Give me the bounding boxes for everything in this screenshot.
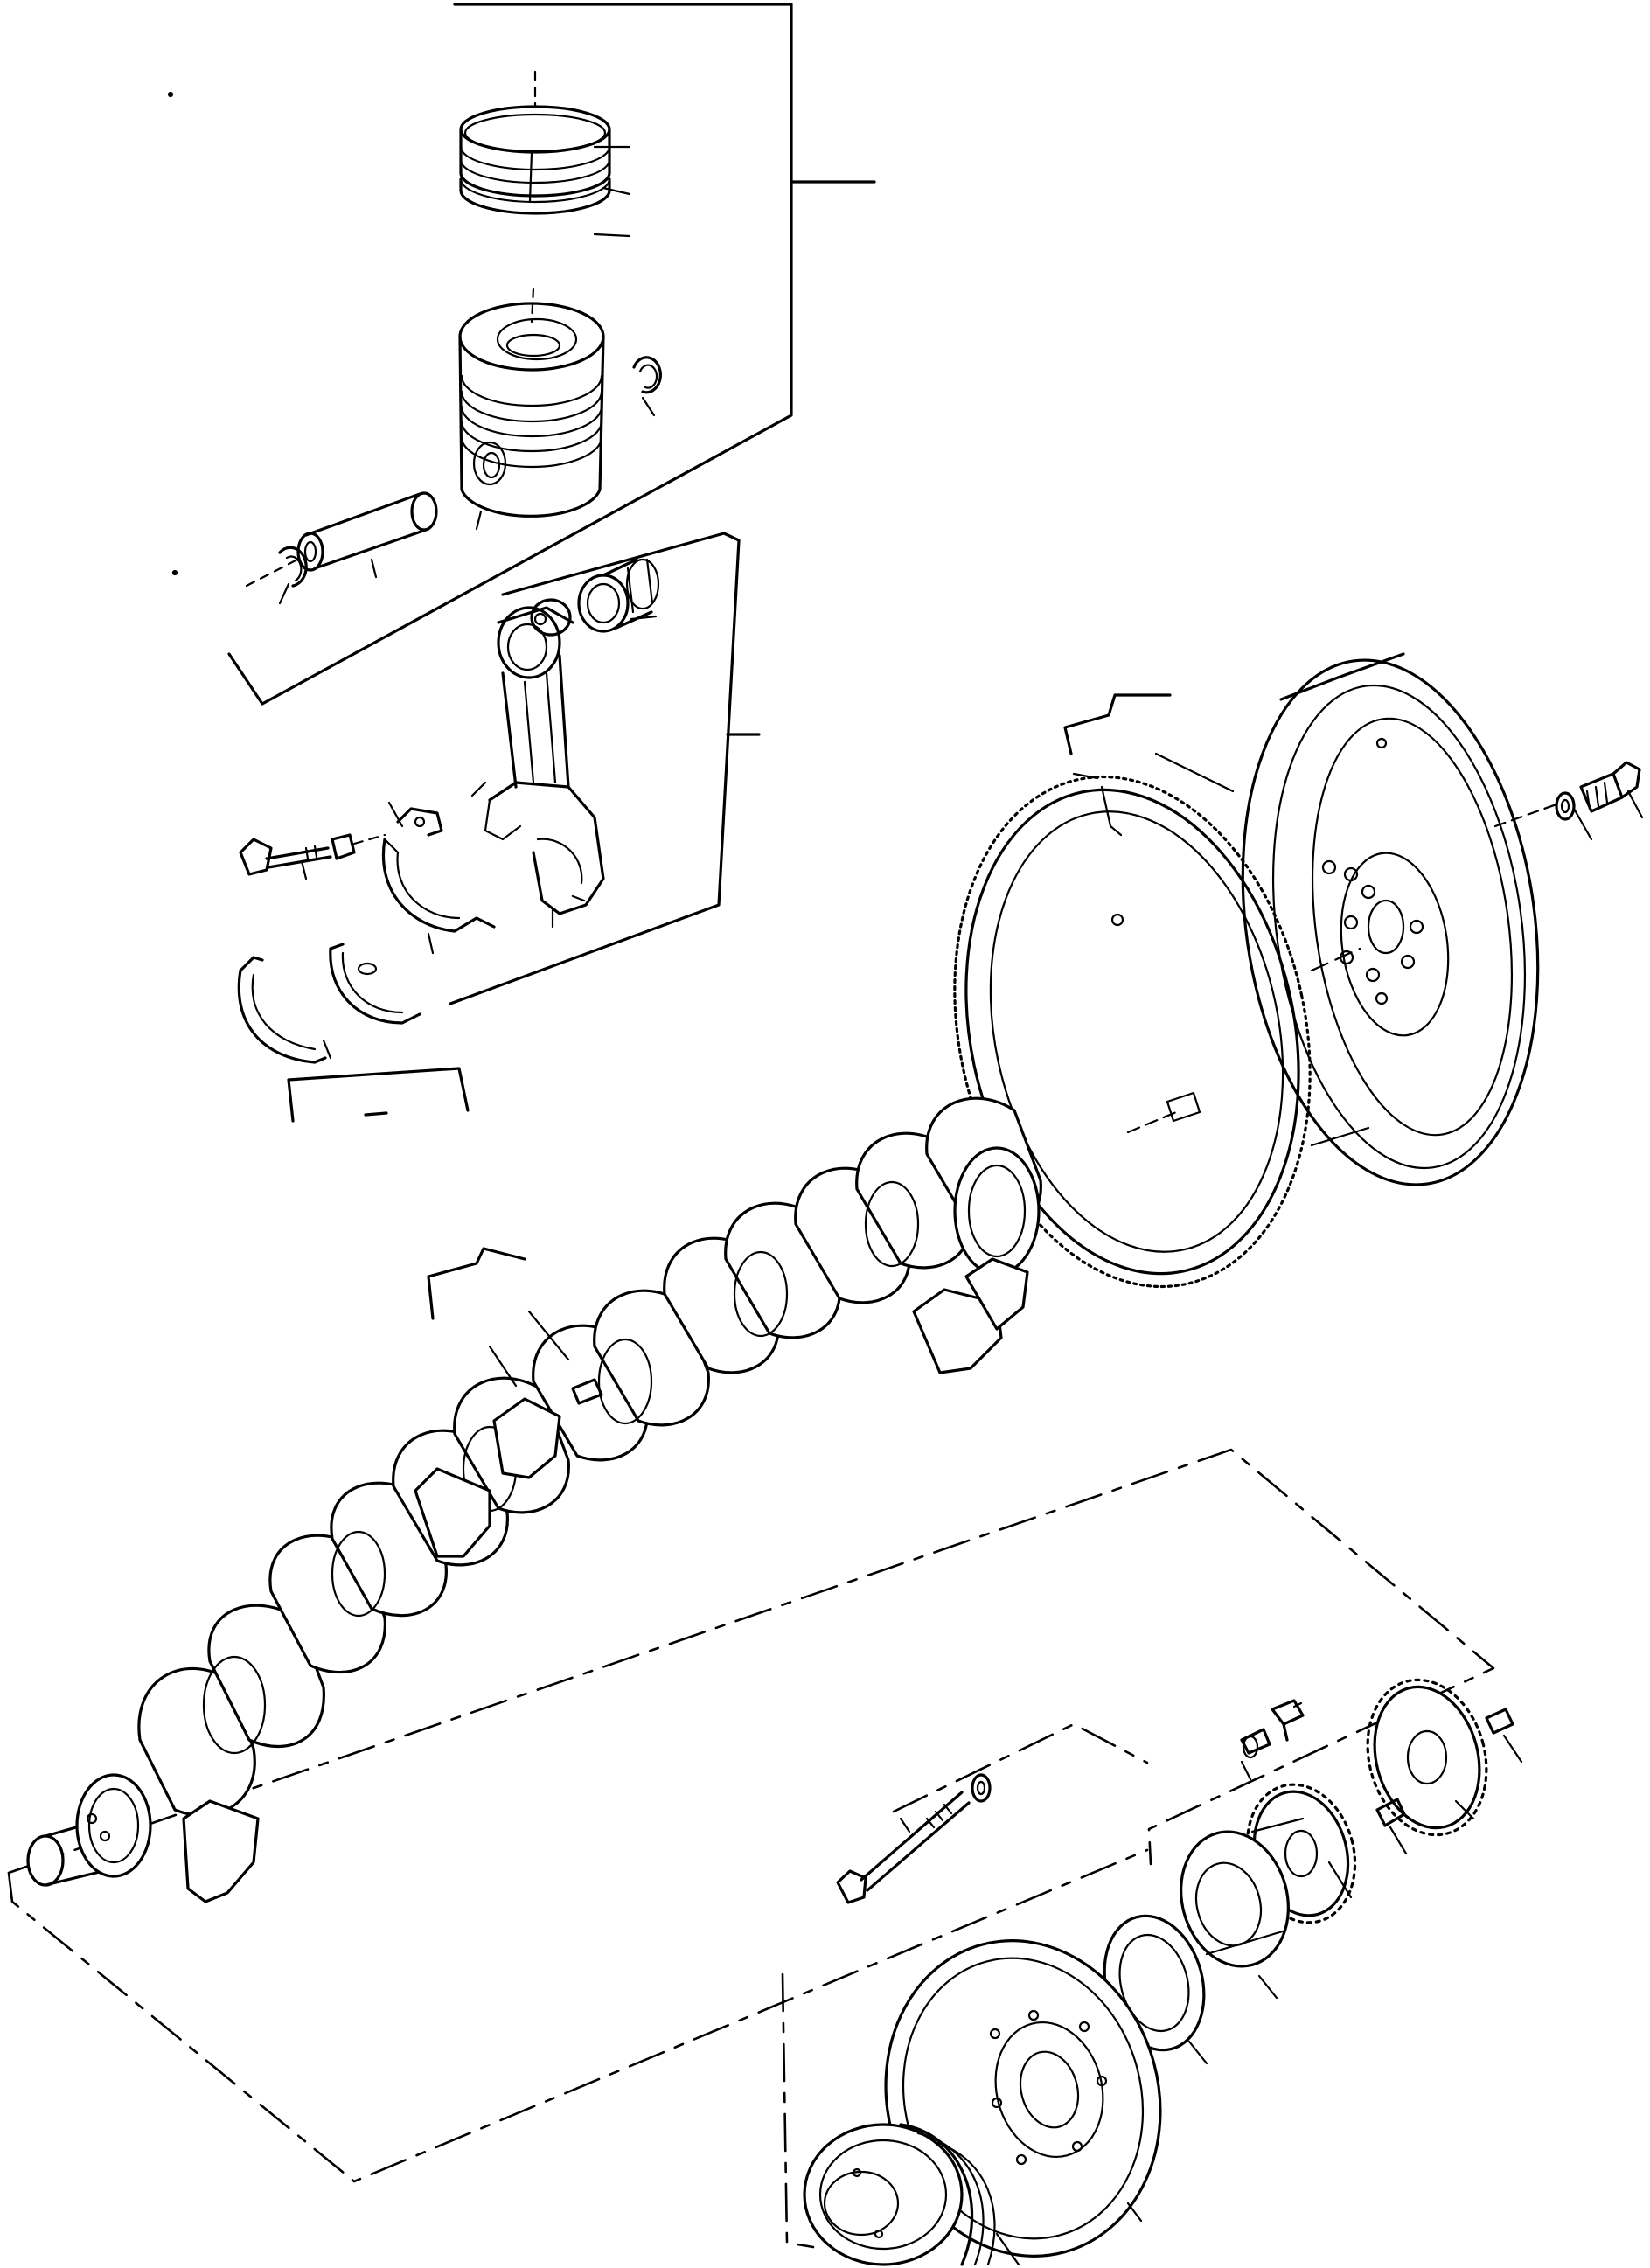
stray-dot [171, 569, 178, 576]
crankshaft-icon[interactable] [26, 1096, 1042, 1903]
bolt-group-bracket [892, 1722, 1149, 1813]
circlip-icon[interactable] [632, 356, 662, 417]
crank-group-bracket [427, 1247, 526, 1320]
rod-group-bracket [449, 532, 741, 1005]
front-group-bracket[interactable] [7, 1448, 1495, 1875]
crankshaft-gears-icon[interactable] [1232, 1666, 1523, 1935]
connecting-rod-icon[interactable] [470, 598, 605, 929]
vibration-damper-icon[interactable] [1090, 1817, 1305, 2065]
piston-rings-icon[interactable] [459, 70, 631, 238]
crankshaft-pulley-icon[interactable] [803, 1910, 1195, 2268]
ring-leader-3 [593, 233, 631, 238]
callout-mark [364, 1111, 388, 1117]
piston-pin-icon[interactable] [245, 491, 438, 588]
flywheel-group-bracket [1063, 693, 1172, 755]
flywheel-bolt-icon[interactable] [1493, 761, 1644, 841]
rod-bearing-shells-icon[interactable] [381, 801, 496, 955]
stray-dot [167, 91, 174, 98]
bearing-group-bracket [287, 1067, 470, 1123]
rod-bushing-icon[interactable] [577, 558, 660, 633]
piston-icon[interactable] [458, 287, 605, 531]
piston-group-bracket [227, 3, 793, 706]
ring-gear-icon[interactable] [909, 743, 1355, 1319]
ring-leader-2 [602, 186, 631, 196]
pulley-group-bracket [781, 1972, 815, 2249]
rod-bolt-icon[interactable] [239, 833, 386, 880]
piston-leader [475, 510, 483, 531]
group-brackets [7, 3, 1495, 2249]
flywheel-icon[interactable] [1154, 641, 1570, 1204]
rod-bearing-shells-icon[interactable] [237, 943, 421, 1064]
front-group-bracket-lower [7, 1848, 1149, 2183]
circlip-icon[interactable] [278, 546, 308, 605]
crankshaft-bolt-icon[interactable] [836, 1773, 992, 1904]
